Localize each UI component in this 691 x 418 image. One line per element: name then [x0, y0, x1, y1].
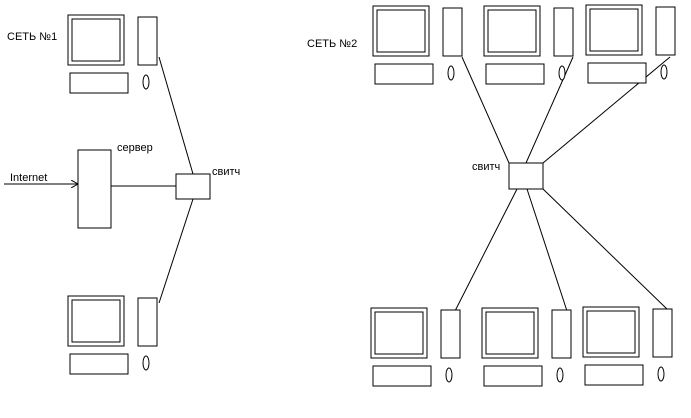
- network1-label: СЕТЬ №1: [7, 31, 57, 43]
- switch1-label: свитч: [212, 166, 240, 178]
- switch2-link-bottom-1: [454, 188, 518, 312]
- network2-label: СЕТЬ №2: [307, 38, 357, 50]
- internet-label: Internet: [10, 172, 47, 184]
- keyboard-icon: [69, 72, 129, 94]
- workstation-8: [582, 306, 673, 386]
- system-unit-icon: [440, 309, 461, 359]
- monitor-screen: [374, 311, 424, 355]
- workstations-group: [67, 4, 676, 387]
- workstation-2: [67, 295, 158, 375]
- mouse-icon: [447, 65, 455, 81]
- system-unit-icon: [137, 16, 158, 66]
- mouse-icon: [558, 65, 566, 81]
- workstation-5: [585, 4, 676, 84]
- system-unit-icon: [137, 297, 158, 347]
- keyboard-icon: [587, 62, 647, 84]
- system-unit-icon: [551, 309, 572, 359]
- switch2-link-bottom-2: [526, 188, 568, 312]
- switch2-link-top-1: [461, 56, 510, 164]
- workstation-7: [481, 307, 572, 387]
- monitor-screen: [485, 311, 535, 355]
- keyboard-icon: [372, 365, 432, 387]
- keyboard-icon: [69, 353, 129, 375]
- mouse-icon: [660, 64, 668, 80]
- workstation-1: [67, 14, 158, 94]
- workstation-4: [483, 5, 574, 85]
- switch1-box: [175, 173, 211, 200]
- mouse-icon: [657, 366, 665, 382]
- system-unit-icon: [655, 6, 676, 56]
- monitor-screen: [71, 18, 121, 62]
- switch2-label: свитч: [472, 161, 500, 173]
- keyboard-icon: [485, 63, 545, 85]
- system-unit-icon: [442, 7, 463, 57]
- switch1-link-bottom: [158, 198, 194, 304]
- system-unit-icon: [652, 308, 673, 358]
- switch2-box: [508, 162, 544, 190]
- monitor-screen: [71, 299, 121, 343]
- server-box: [77, 149, 112, 229]
- monitor-screen: [376, 9, 426, 53]
- switch1-link-top: [158, 56, 194, 175]
- switch2-link-top-3: [542, 56, 671, 164]
- workstation-6: [370, 307, 461, 387]
- mouse-icon: [142, 74, 150, 90]
- keyboard-icon: [584, 364, 644, 386]
- system-unit-icon: [553, 7, 574, 57]
- mouse-icon: [445, 367, 453, 383]
- monitor-screen: [487, 9, 537, 53]
- mouse-icon: [556, 367, 564, 383]
- mouse-icon: [142, 355, 150, 371]
- switch2-link-bottom-3: [542, 188, 669, 311]
- keyboard-icon: [374, 63, 434, 85]
- workstation-3: [372, 5, 463, 85]
- monitor-screen: [586, 310, 636, 354]
- monitor-screen: [589, 8, 639, 52]
- server-label: сервер: [117, 142, 153, 154]
- keyboard-icon: [483, 365, 543, 387]
